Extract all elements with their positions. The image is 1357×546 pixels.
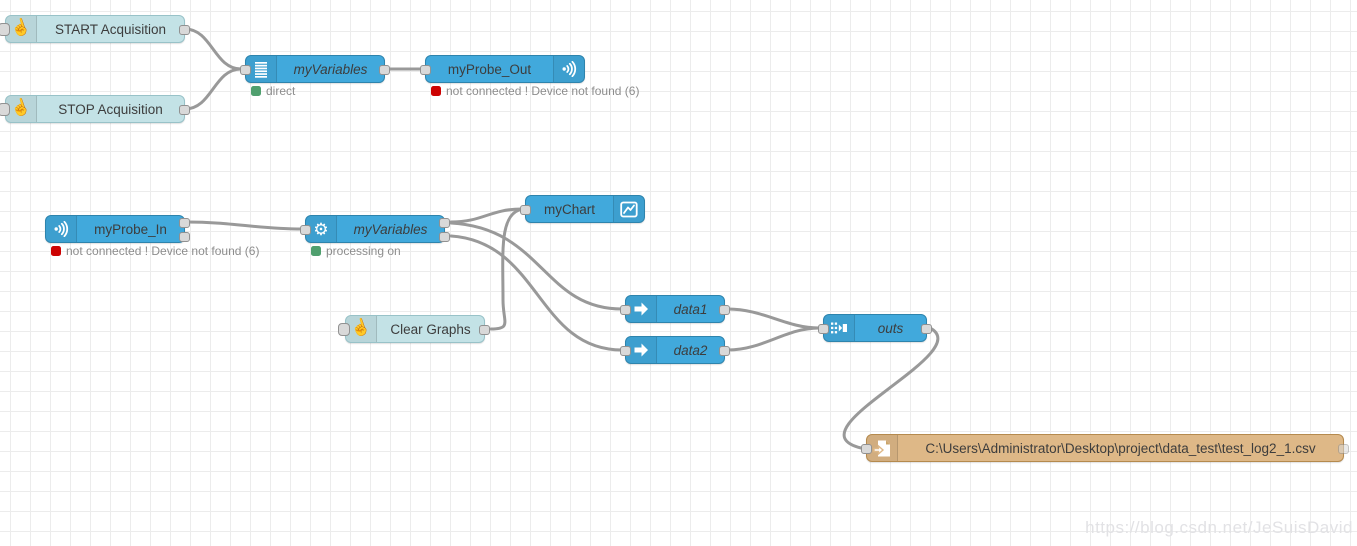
node-status: processing on	[311, 244, 401, 258]
node-myprobe-out[interactable]: myProbe_Out	[420, 55, 585, 83]
wire-data2-to-outs[interactable]	[726, 326, 821, 352]
node-label: outs	[877, 320, 904, 336]
node-file-write[interactable]: C:\Users\Administrator\Desktop\project\d…	[861, 434, 1349, 462]
node-label: myVariables	[293, 61, 368, 77]
status-dot-green	[311, 246, 321, 256]
node-start-acquisition[interactable]: ☝ START Acquisition	[0, 15, 190, 43]
output-port-2[interactable]	[439, 232, 450, 242]
inject-button[interactable]	[338, 323, 350, 336]
node-clear-graphs[interactable]: ☝ Clear Graphs	[338, 315, 490, 343]
node-status: not connected ! Device not found (6)	[51, 244, 259, 258]
output-port[interactable]	[379, 65, 390, 75]
node-outs[interactable]: outs	[818, 314, 932, 342]
join-icon	[824, 315, 855, 341]
node-stop-acquisition[interactable]: ☝ STOP Acquisition	[0, 95, 190, 123]
signal-waves-icon	[46, 216, 77, 242]
line-chart-icon	[613, 196, 644, 222]
node-status: direct	[251, 84, 295, 98]
output-port[interactable]	[179, 25, 190, 35]
node-label: data2	[673, 342, 708, 358]
node-myvariables-processing[interactable]: ⚙ myVariables	[300, 215, 450, 243]
node-label: STOP Acquisition	[58, 101, 163, 117]
node-mychart[interactable]: myChart	[520, 195, 645, 223]
output-port-1[interactable]	[439, 218, 450, 228]
wire-clear-to-chart[interactable]	[489, 207, 524, 331]
hand-pointer-icon: ☝	[346, 316, 377, 342]
watermark: https://blog.csdn.net/JeSuisDavid	[1085, 518, 1353, 537]
gear-icon: ⚙	[306, 216, 337, 242]
input-port[interactable]	[861, 444, 872, 454]
node-status: not connected ! Device not found (6)	[431, 84, 639, 98]
list-lines-icon	[246, 56, 277, 82]
node-label: myProbe_Out	[447, 61, 532, 77]
wire-vars-to-data1[interactable]	[449, 221, 624, 311]
wire-stop-to-vars[interactable]	[183, 67, 243, 111]
hand-pointer-icon: ☝	[6, 16, 37, 42]
status-dot-green	[251, 86, 261, 96]
input-port[interactable]	[818, 324, 829, 334]
node-label: myChart	[543, 201, 595, 217]
arrow-right-icon	[626, 337, 657, 363]
output-port-1[interactable]	[179, 218, 190, 228]
inject-button[interactable]	[0, 103, 10, 116]
node-data1[interactable]: data1	[620, 295, 730, 323]
output-port[interactable]	[719, 346, 730, 356]
status-dot-red	[431, 86, 441, 96]
input-port[interactable]	[620, 305, 631, 315]
output-port[interactable]	[479, 325, 490, 335]
node-label: myVariables	[353, 221, 428, 237]
node-label: Clear Graphs	[390, 321, 471, 337]
wire-start-to-vars[interactable]	[183, 27, 243, 71]
signal-waves-icon	[553, 56, 584, 82]
node-label: C:\Users\Administrator\Desktop\project\d…	[925, 440, 1316, 456]
input-port[interactable]	[240, 65, 251, 75]
wire-probein-to-vars[interactable]	[185, 220, 304, 231]
output-port[interactable]	[921, 324, 932, 334]
output-port[interactable]	[1338, 444, 1349, 454]
input-port[interactable]	[620, 346, 631, 356]
arrow-right-icon	[626, 296, 657, 322]
output-port-2[interactable]	[179, 232, 190, 242]
wire-vars-to-data2[interactable]	[449, 234, 624, 352]
node-label: data1	[673, 301, 708, 317]
wire-data1-to-outs[interactable]	[726, 307, 821, 330]
node-data2[interactable]: data2	[620, 336, 730, 364]
status-dot-red	[51, 246, 61, 256]
input-port[interactable]	[520, 205, 531, 215]
node-myvariables-direct[interactable]: myVariables	[240, 55, 390, 83]
node-label: START Acquisition	[54, 21, 167, 37]
hand-pointer-icon: ☝	[6, 96, 37, 122]
node-label: myProbe_In	[94, 221, 167, 237]
file-export-icon	[867, 435, 898, 461]
input-port[interactable]	[300, 225, 311, 235]
wire-outs-to-file[interactable]	[842, 326, 940, 450]
input-port[interactable]	[420, 65, 431, 75]
output-port[interactable]	[179, 105, 190, 115]
wire-vars-to-chart[interactable]	[449, 207, 524, 224]
inject-button[interactable]	[0, 23, 10, 36]
output-port[interactable]	[719, 305, 730, 315]
node-myprobe-in[interactable]: myProbe_In	[45, 215, 190, 243]
